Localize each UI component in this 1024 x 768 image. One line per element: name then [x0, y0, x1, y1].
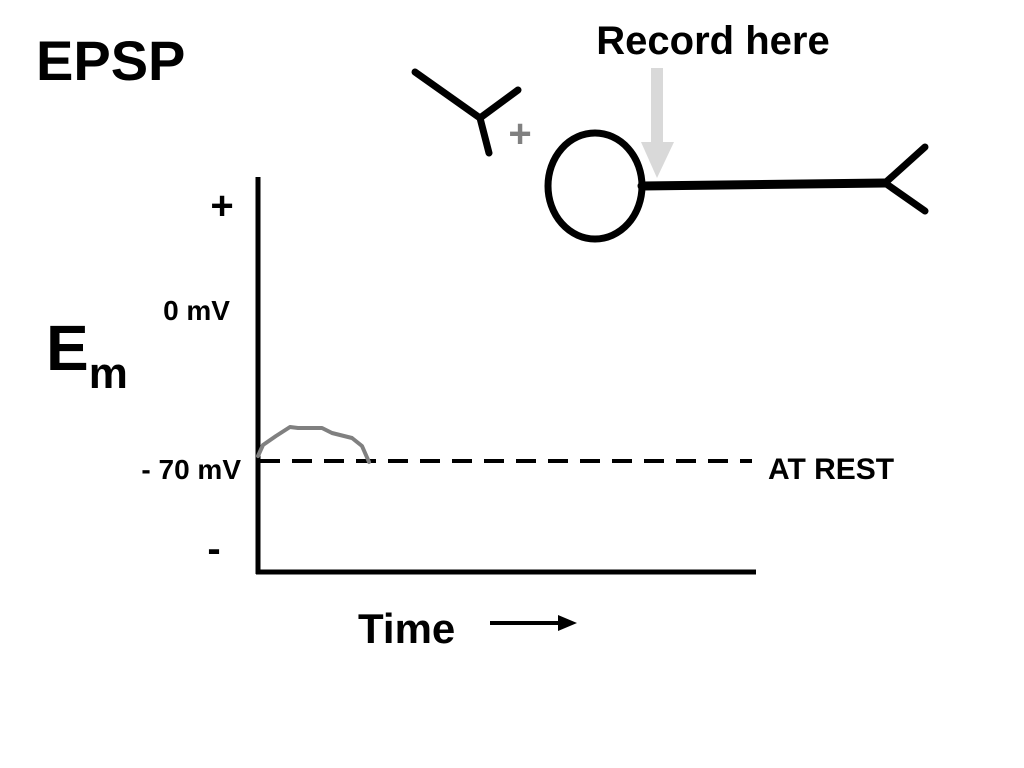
time-arrow-head: [558, 615, 577, 631]
record-arrow-head: [641, 142, 674, 178]
axon-terminal-lower: [881, 179, 929, 215]
record-label: Record here: [596, 19, 829, 63]
y-axis-plus-label: +: [210, 184, 233, 228]
excitatory-sign: +: [508, 112, 531, 156]
axon: [637, 178, 890, 191]
presynaptic-branch: [476, 86, 522, 122]
cell-body: [544, 129, 646, 243]
rest-mv-label: - 70 mV: [141, 454, 241, 485]
epsp-trace: [256, 425, 371, 464]
y-axis-symbol: Em: [46, 312, 128, 398]
time-arrow-icon: [490, 615, 577, 631]
presynaptic-axon: [411, 68, 484, 122]
postsynaptic-neuron: [544, 129, 929, 243]
x-axis-label: Time: [358, 605, 455, 652]
y-axis-symbol-subscript: m: [89, 349, 128, 398]
y-axis-minus-label: -: [207, 527, 220, 571]
record-arrow-shaft: [651, 68, 663, 150]
presynaptic-terminal: [411, 68, 522, 157]
slide-title: EPSP: [36, 29, 185, 92]
presynaptic-stem: [476, 114, 493, 157]
record-arrow: [641, 68, 674, 178]
y-axis-symbol-main: E: [46, 312, 89, 384]
at-rest-label: AT REST: [768, 453, 894, 486]
axon-terminal-upper: [881, 143, 929, 187]
potential-graph: + - 0 mV - 70 mV AT REST Em Time: [46, 177, 894, 652]
zero-mv-label: 0 mV: [163, 295, 230, 326]
